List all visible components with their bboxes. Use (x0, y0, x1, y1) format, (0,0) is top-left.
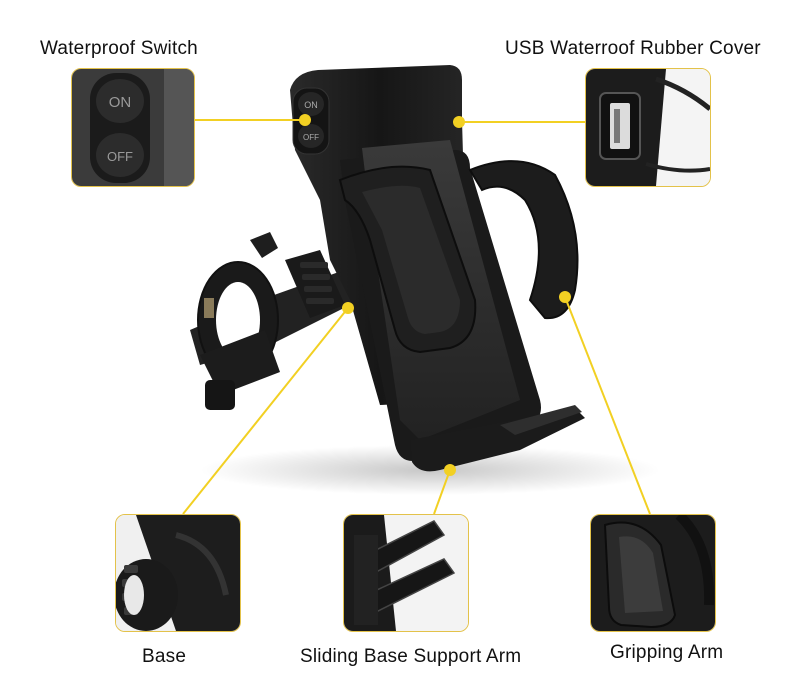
usb-cover-inset (585, 68, 711, 187)
usb-cover-dot (453, 116, 465, 128)
inset-switch-on-text: ON (109, 94, 132, 111)
inset-switch-off-text: OFF (107, 149, 133, 164)
sliding-arm-line (433, 469, 451, 515)
base-line (182, 307, 349, 515)
body-switch-on-text: ON (304, 100, 318, 110)
body-switch-off-text: OFF (303, 133, 319, 142)
usb-cover-label: USB Waterroof Rubber Cover (505, 38, 761, 59)
waterproof-switch-inset: ON OFF (71, 68, 195, 187)
callout-dots (299, 114, 571, 476)
gripping-arm-line (564, 296, 651, 515)
waterproof-switch-dot (299, 114, 311, 126)
callout-lines (182, 119, 651, 515)
base-inset (115, 514, 241, 632)
gripping-arm-dot (559, 291, 571, 303)
rubber-cover-strap (655, 76, 710, 111)
waterproof-switch-label: Waterproof Switch (40, 38, 198, 59)
handlebar-clamp (190, 232, 360, 410)
gripping-arm-label: Gripping Arm (610, 642, 724, 663)
holder-body: ON OFF (290, 65, 585, 472)
gripping-arm-inset (590, 514, 716, 632)
sliding-arm-dot (444, 464, 456, 476)
sliding-arm-inset (343, 514, 469, 632)
base-dot (342, 302, 354, 314)
sliding-arm-label: Sliding Base Support Arm (300, 646, 522, 667)
base-label: Base (142, 646, 187, 667)
